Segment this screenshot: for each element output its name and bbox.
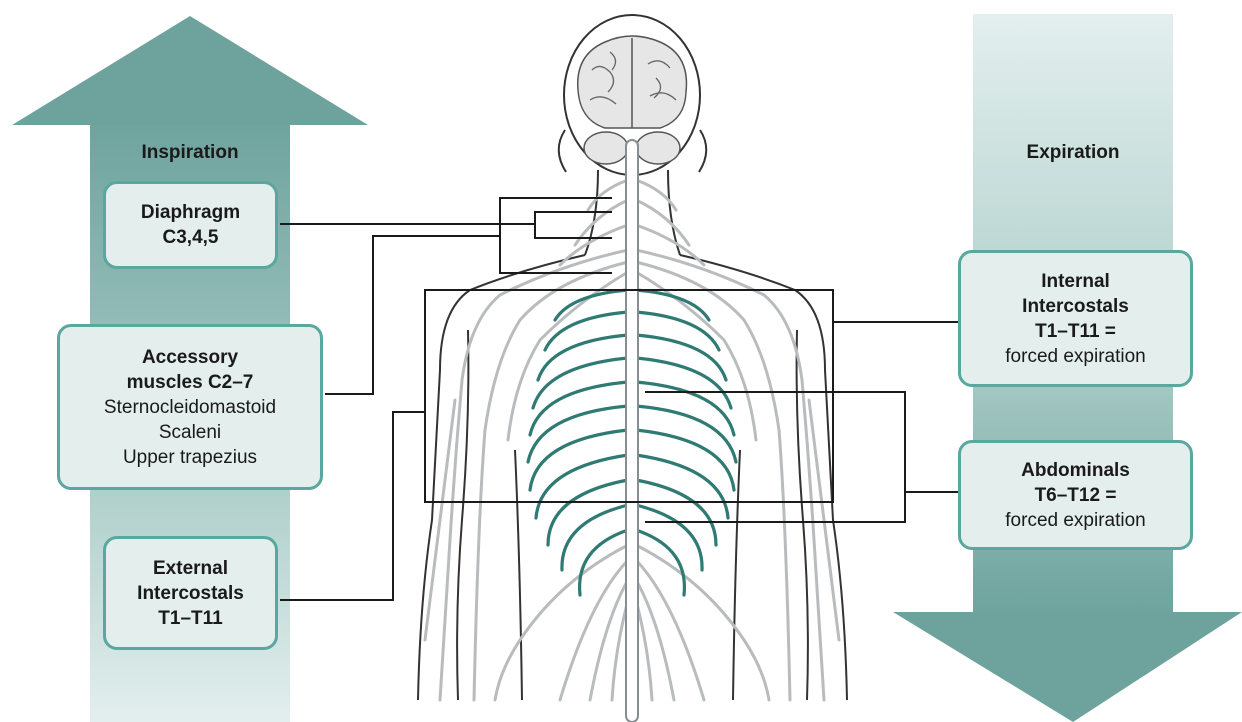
expiration-title: Expiration [993, 142, 1153, 164]
diaphragm-segments: C3,4,5 [163, 225, 219, 250]
internal-intercostals-box: Internal Intercostals T1–T11 = forced ex… [958, 250, 1193, 387]
spinal-cord [626, 140, 638, 722]
sternocleidomastoid-label: Sternocleidomastoid [104, 395, 276, 420]
external-intercostals-box: External Intercostals T1–T11 [103, 536, 278, 650]
leader-lines [280, 198, 958, 600]
scaleni-label: Scaleni [159, 420, 221, 445]
internal-segments: T1–T11 = [1035, 319, 1116, 344]
accessory-segments: muscles C2–7 [127, 370, 254, 395]
abdominals-box: Abdominals T6–T12 = forced expiration [958, 440, 1193, 550]
abdominals-label: Abdominals [1021, 458, 1130, 483]
internal-function: forced expiration [1005, 344, 1145, 369]
diaphragm-label: Diaphragm [141, 200, 240, 225]
external-segments: T1–T11 [158, 606, 222, 631]
internal-label: Internal [1041, 269, 1110, 294]
abdominals-function: forced expiration [1005, 508, 1145, 533]
internal-intercostals-label: Intercostals [1022, 294, 1129, 319]
upper-trapezius-label: Upper trapezius [123, 445, 257, 470]
diaphragm-box: Diaphragm C3,4,5 [103, 181, 278, 269]
accessory-label: Accessory [142, 345, 238, 370]
inspiration-title: Inspiration [110, 142, 270, 164]
external-label: External [153, 556, 228, 581]
abdominals-segments: T6–T12 = [1035, 483, 1117, 508]
external-intercostals-label: Intercostals [137, 581, 244, 606]
accessory-muscles-box: Accessory muscles C2–7 Sternocleidomasto… [57, 324, 323, 490]
